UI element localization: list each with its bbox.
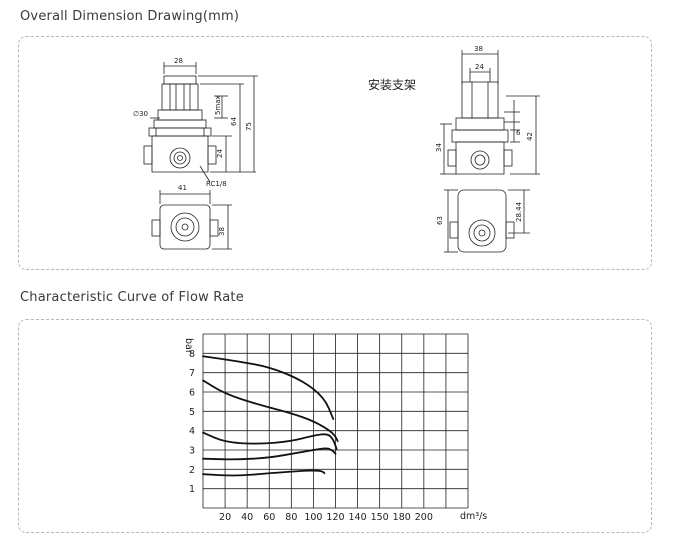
chart-curves <box>202 355 339 477</box>
y-tick-label: 2 <box>189 465 195 476</box>
flow-curve-3 <box>202 431 338 450</box>
y-tick-label: 1 <box>189 484 195 495</box>
x-axis-unit: dm³/s <box>460 511 487 522</box>
x-tick-label: 200 <box>415 512 433 523</box>
x-tick-label: 150 <box>371 512 389 523</box>
flow-curve-4 <box>202 447 337 461</box>
x-tick-label: 100 <box>304 512 322 523</box>
x-tick-label: 20 <box>219 512 231 523</box>
x-tick-label: 60 <box>263 512 275 523</box>
x-tick-label: 180 <box>393 512 411 523</box>
chart-grid <box>202 333 469 509</box>
x-tick-label: 140 <box>349 512 367 523</box>
x-tick-label: 80 <box>285 512 297 523</box>
chart-ticks: 20 40 60 80 100 120 140 150 180 200 1 2 3 4 5 6 7 8 <box>189 349 433 523</box>
flow-curve-1 <box>202 355 335 420</box>
y-tick-label: 6 <box>189 388 195 399</box>
dimension-drawing-panel <box>18 36 652 270</box>
flow-curve-heading: Characteristic Curve of Flow Rate <box>20 290 244 305</box>
y-tick-label: 5 <box>189 407 195 418</box>
y-tick-label: 7 <box>189 368 195 379</box>
dimension-drawing-heading: Overall Dimension Drawing(mm) <box>20 9 240 24</box>
y-axis-label: bar <box>183 338 194 354</box>
y-tick-label: 4 <box>189 426 195 437</box>
flow-curve-panel <box>18 319 652 533</box>
x-tick-label: 40 <box>241 512 253 523</box>
y-tick-label: 8 <box>189 349 195 360</box>
flow-curve-2 <box>202 379 339 443</box>
y-tick-label: 3 <box>189 446 195 457</box>
flow-curve-5 <box>202 469 326 477</box>
x-tick-label: 120 <box>326 512 344 523</box>
